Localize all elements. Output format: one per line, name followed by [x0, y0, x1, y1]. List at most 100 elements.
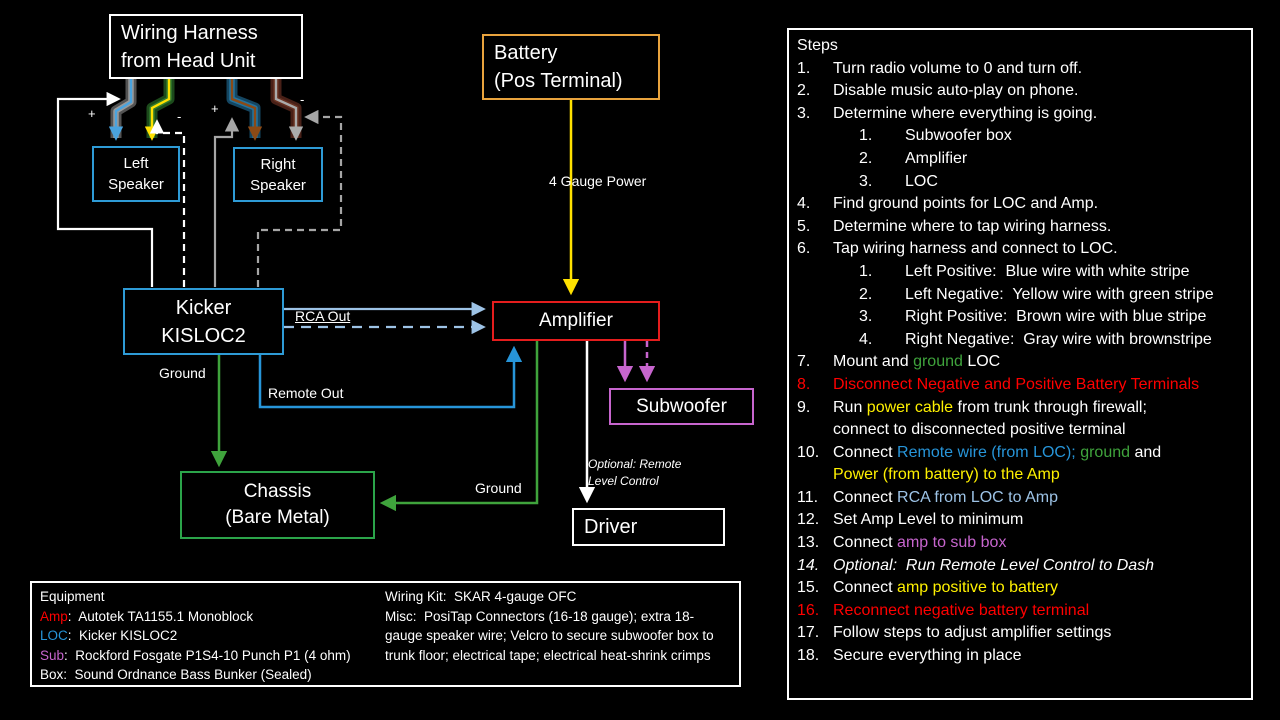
equipment-right-column: Wiring Kit: SKAR 4-gauge OFC Misc: PosiTa… [385, 587, 731, 681]
tap-right-positive-line [213, 117, 240, 287]
step-item: 1. Left Positive: Blue wire with white st… [859, 261, 1243, 284]
step-item: 16.Reconnect negative battery terminal [797, 600, 1243, 623]
step-item: 2.Disable music auto-play on phone. [797, 80, 1243, 103]
kisloc2-box: Kicker KISLOC2 [123, 288, 284, 355]
step-item: 3.LOC [859, 171, 1243, 194]
step-item: 1.Turn radio volume to 0 and turn off. [797, 58, 1243, 81]
step-number: 3. [797, 104, 811, 122]
loc-ground-label: Ground [159, 365, 206, 381]
equipment-left-column: Equipment Amp: Autotek TA1155.1 Monobloc… [40, 587, 385, 682]
amplifier-box: Amplifier [492, 301, 660, 341]
step-item: 11.Connect RCA from LOC to Amp [797, 487, 1243, 510]
tap-left-positive-line [56, 91, 154, 287]
driver-label: Driver [584, 515, 638, 538]
wire-left-negative [144, 79, 175, 141]
step-number: 13. [797, 534, 820, 552]
equipment-item: Box: Sound Ordnance Bass Bunker (Sealed) [40, 667, 312, 682]
chassis-label: Chassis (Bare Metal) [225, 481, 330, 528]
step-text: Disable music auto-play on phone. [833, 82, 1079, 100]
step-item: 6. Tap wiring harness and connect to LOC. [797, 238, 1243, 261]
right-negative-sign: - [300, 92, 305, 107]
step-text: Left Positive: Blue wire with white stri… [905, 262, 1190, 280]
step-item: 13. Connect amp to sub box [797, 532, 1243, 555]
step-text: Connect Remote wire (from LOC); ground a… [833, 443, 1162, 484]
subwoofer-box: Subwoofer [609, 388, 754, 425]
step-number: 10. [797, 443, 820, 461]
equipment-right-line: Wiring Kit: SKAR 4-gauge OFC [385, 589, 577, 604]
equipment-item: Sub: Rockford Fosgate P1S4-10 Punch P1 (… [40, 647, 351, 663]
step-number: 6. [797, 240, 811, 258]
wire-right-positive [226, 79, 263, 141]
step-item: 9.Run power cable from trunk through fir… [797, 397, 1243, 442]
subwoofer-label: Subwoofer [636, 395, 727, 417]
step-text: Connect amp to sub box [833, 534, 1007, 552]
step-item: 8. Disconnect Negative and Positive Batte… [797, 374, 1243, 397]
step-text: Determine where to tap wiring harness. [833, 217, 1112, 235]
step-text: Secure everything in place [833, 647, 1022, 665]
tap-left-negative-line [149, 119, 186, 287]
step-item: 3. Determine where everything is going. [797, 103, 1243, 126]
equipment-item: Amp: Autotek TA1155.1 Monoblock [40, 608, 254, 624]
step-number: 2. [859, 149, 873, 167]
equipment-right-line: Misc: PosiTap Connectors (16-18 gauge); … [385, 608, 718, 663]
tap-right-negative-line [256, 109, 343, 287]
equipment-panel: Equipment Amp: Autotek TA1155.1 Monobloc… [30, 581, 741, 687]
step-item: 18. Secure everything in place [797, 645, 1243, 668]
steps-panel: Steps 1.Turn radio volume to 0 and turn … [787, 28, 1253, 700]
step-number: 15. [797, 579, 820, 597]
step-number: 14. [797, 556, 820, 574]
wire-right-negative [270, 79, 304, 141]
wire-left-positive [108, 79, 137, 141]
step-text: LOC [905, 172, 938, 190]
step-text: Connect RCA from LOC to Amp [833, 488, 1058, 506]
step-text: Right Negative: Gray wire with brownstri… [905, 330, 1212, 348]
step-number: 2. [859, 285, 873, 303]
right-speaker-label: Right Speaker [250, 155, 306, 194]
right-speaker-box: Right Speaker [233, 147, 323, 202]
step-text: Tap wiring harness and connect to LOC. [833, 240, 1118, 258]
step-number: 17. [797, 624, 820, 642]
step-text: Left Negative: Yellow wire with green st… [905, 285, 1214, 303]
equipment-title: Equipment [40, 589, 105, 604]
amp-ground-line [379, 341, 539, 512]
step-text: Determine where everything is going. [833, 104, 1098, 122]
left-positive-sign: + [88, 106, 96, 121]
steps-list: 1.Turn radio volume to 0 and turn off.2.… [797, 58, 1243, 668]
step-text: Disconnect Negative and Positive Battery… [833, 375, 1200, 393]
wiring-harness-label: Wiring Harness from Head Unit [121, 21, 258, 72]
step-item: 12. Set Amp Level to minimum [797, 509, 1243, 532]
step-text: Set Amp Level to minimum [833, 511, 1024, 529]
left-negative-sign: - [177, 109, 182, 124]
right-positive-sign: + [211, 101, 219, 116]
step-text: Follow steps to adjust amplifier setting… [833, 624, 1112, 642]
step-number: 8. [797, 375, 811, 393]
step-text: Run power cable from trunk through firew… [833, 398, 1147, 439]
step-number: 18. [797, 647, 820, 665]
amp-ground-label: Ground [475, 480, 522, 496]
kisloc2-label: Kicker KISLOC2 [161, 296, 246, 347]
step-item: 17. Follow steps to adjust amplifier sett… [797, 622, 1243, 645]
step-item: 2.Amplifier [859, 148, 1243, 171]
equipment-right-list: Wiring Kit: SKAR 4-gauge OFC Misc: PosiTa… [385, 587, 731, 665]
driver-box: Driver [572, 508, 725, 546]
optional-remote-level-label: Optional: Remote Level Control [588, 457, 682, 488]
step-item: 4.Right Negative: Gray wire with brownst… [859, 329, 1243, 352]
step-number: 5. [797, 217, 811, 235]
step-number: 3. [859, 308, 873, 326]
battery-label: Battery (Pos Terminal) [494, 42, 623, 92]
step-item: 2. Left Negative: Yellow wire with green … [859, 284, 1243, 307]
step-number: 12. [797, 511, 820, 529]
step-text: Connect amp positive to battery [833, 579, 1059, 597]
step-number: 7. [797, 353, 811, 371]
rca-out-label: RCA Out [295, 308, 351, 324]
step-text: Mount and ground LOC [833, 353, 1001, 371]
power-cable-label: 4 Gauge Power [549, 173, 647, 189]
step-text: Subwoofer box [905, 127, 1012, 145]
chassis-box: Chassis (Bare Metal) [180, 471, 375, 539]
step-number: 1. [859, 262, 873, 280]
step-number: 1. [797, 59, 811, 77]
step-item: 1.Subwoofer box [859, 125, 1243, 148]
battery-box: Battery (Pos Terminal) [482, 34, 660, 100]
